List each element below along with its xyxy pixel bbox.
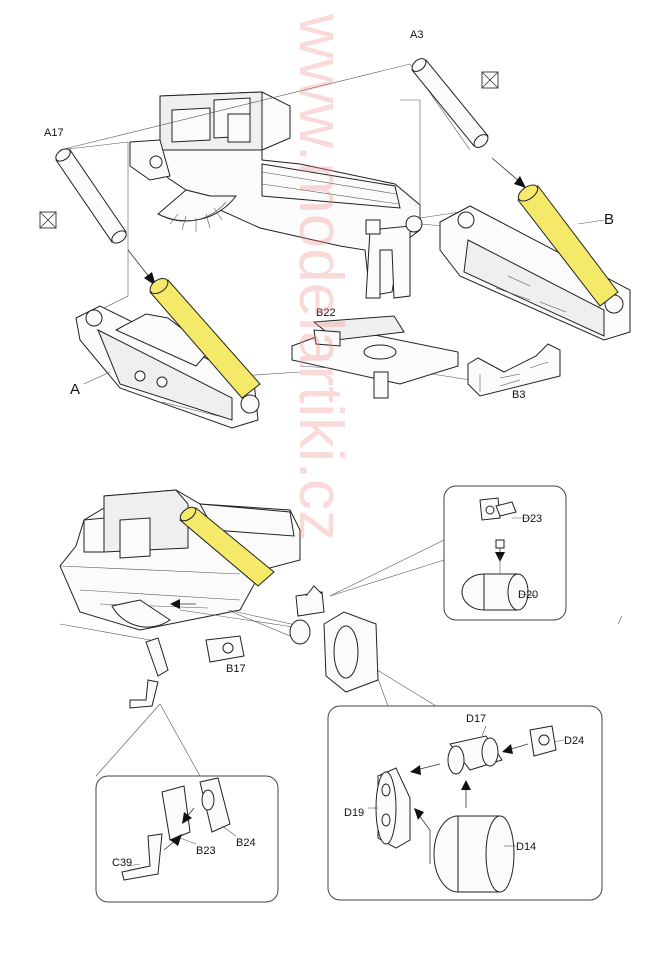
label-b17: B17 <box>226 663 246 675</box>
part-labels: A3 A17 B A B22 B3 D23 D20 B17 D17 D24 D1… <box>44 29 614 869</box>
part-b17 <box>205 635 245 663</box>
part-b3-bracket <box>467 343 561 397</box>
detail-box-crank <box>95 775 279 903</box>
fit-arrows-top <box>127 157 526 286</box>
label-d14: D14 <box>516 841 536 853</box>
gun-carriage-body-lower <box>59 489 301 631</box>
part-b22-base-plate <box>291 315 459 399</box>
detail-box-gearbox <box>327 705 603 901</box>
label-d24: D24 <box>564 735 584 747</box>
label-d23: D23 <box>522 513 542 525</box>
label-c39: C39 <box>112 857 132 869</box>
label-b24: B24 <box>236 837 256 849</box>
glue-not-required-icon <box>481 71 499 89</box>
label-b: B <box>604 211 614 228</box>
label-d20: D20 <box>518 589 538 601</box>
label-a17: A17 <box>44 127 64 139</box>
gearbox-assembly <box>289 585 379 693</box>
label-a: A <box>70 381 80 398</box>
highlighted-cylinder-right <box>517 184 619 307</box>
highlighted-cylinder-left <box>149 277 261 399</box>
label-d17: D17 <box>466 713 486 725</box>
part-a17-cylinder <box>55 148 127 244</box>
top-assembly <box>39 58 631 429</box>
label-a3: A3 <box>410 29 423 41</box>
side-plate-b <box>439 205 631 341</box>
side-plate-a <box>75 305 260 429</box>
watermark-text: www.modelartiki.cz <box>286 13 355 541</box>
edge-mark <box>617 615 623 625</box>
label-b22: B22 <box>316 307 336 319</box>
glue-not-required-icon <box>39 211 57 229</box>
label-d19: D19 <box>344 807 364 819</box>
part-crank-handle <box>129 637 169 709</box>
label-b23: B23 <box>196 845 216 857</box>
highlighted-cylinder-lower <box>179 506 275 587</box>
label-b3: B3 <box>512 389 525 401</box>
gun-carriage-body <box>129 91 446 299</box>
part-a3-cylinder <box>411 58 489 148</box>
fit-arrows-bottom <box>170 599 196 609</box>
bottom-assembly <box>59 485 623 903</box>
detail-box-d23-d20 <box>443 485 567 621</box>
